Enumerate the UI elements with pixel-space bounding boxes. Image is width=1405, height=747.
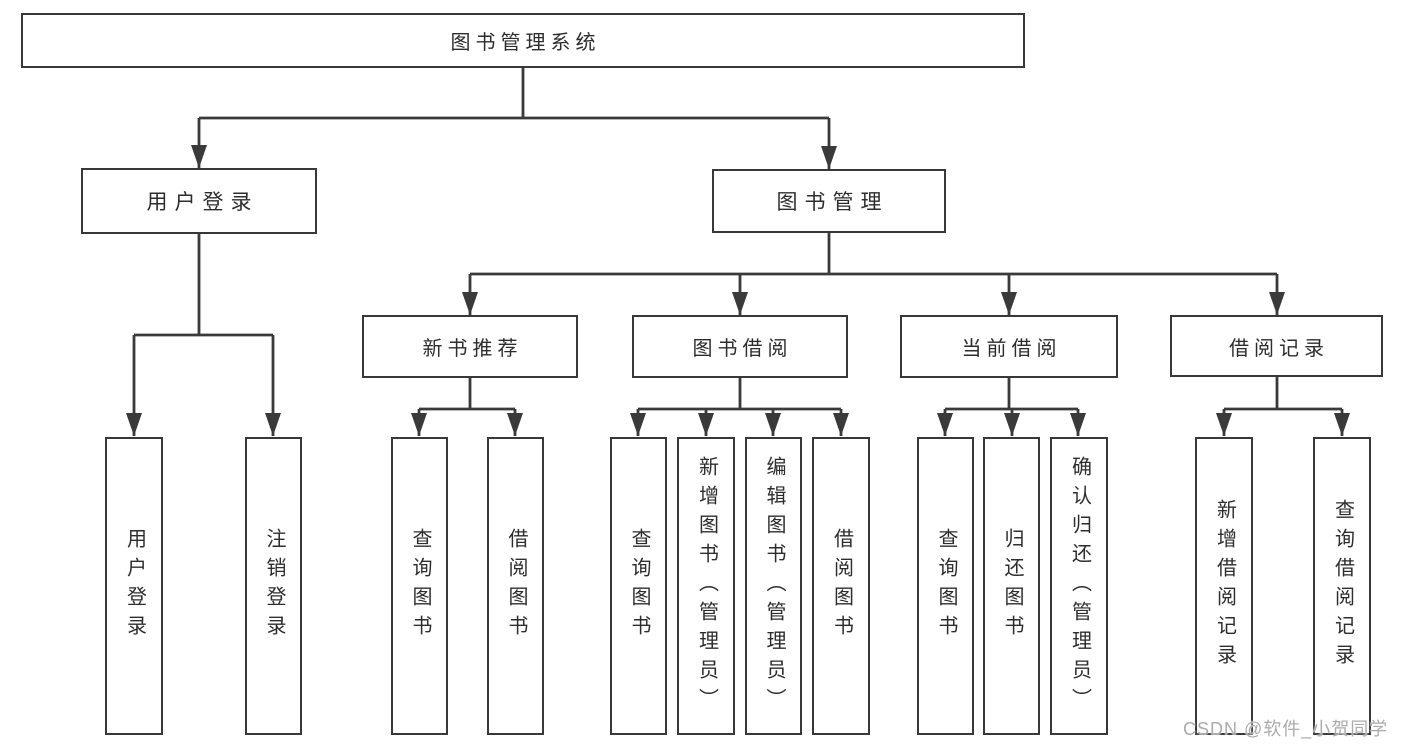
leaf-add-book-admin: 新增图书（管理员） [677,437,735,735]
node-book-borrow: 图书借阅 [632,315,848,378]
node-user-login: 用户登录 [81,168,317,234]
leaf-confirm-return-admin: 确认归还（管理员） [1050,437,1108,735]
leaf-query-borrow-record: 查询借阅记录 [1313,437,1371,735]
leaf-borrow-books-recommend: 借阅图书 [487,437,544,735]
leaf-query-books-borrow: 查询图书 [610,437,667,735]
node-borrow-records: 借阅记录 [1170,315,1383,377]
leaf-query-books-recommend: 查询图书 [391,437,448,735]
node-new-book-recommend: 新书推荐 [362,315,578,378]
leaf-user-login: 用户登录 [105,437,163,735]
leaf-return-book: 归还图书 [983,437,1040,735]
leaf-borrow-books: 借阅图书 [812,437,870,735]
csdn-watermark: CSDN @软件_小贺同学 [1183,719,1389,739]
leaf-logout: 注销登录 [245,437,302,735]
node-book-management: 图书管理 [712,169,946,233]
node-current-borrow: 当前借阅 [900,315,1118,378]
node-root: 图书管理系统 [21,13,1025,68]
leaf-add-borrow-record: 新增借阅记录 [1195,437,1253,735]
leaf-edit-book-admin: 编辑图书（管理员） [745,437,802,735]
leaf-query-books-current: 查询图书 [917,437,974,735]
